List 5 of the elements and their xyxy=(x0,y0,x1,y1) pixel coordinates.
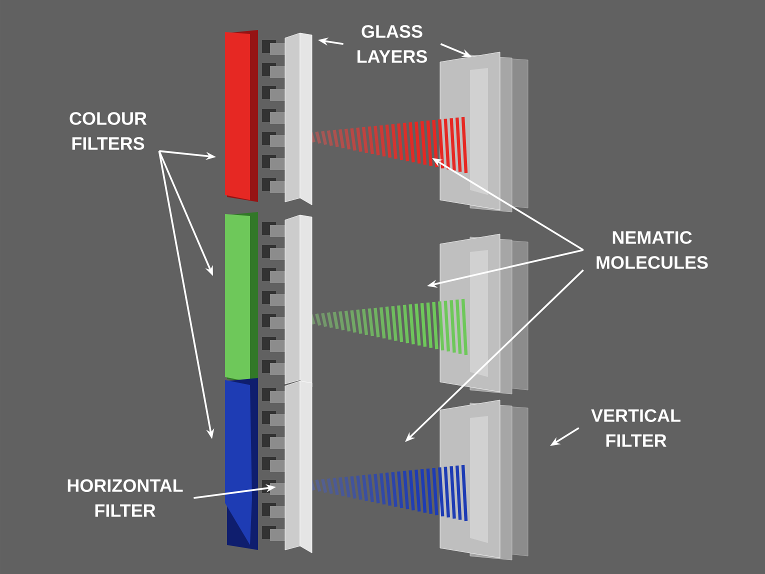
callout-label: COLOUR FILTERS xyxy=(70,112,147,150)
callout-label: GLASS LAYERS xyxy=(358,25,427,63)
callout-label: VERTICAL FILTER xyxy=(591,409,680,447)
callout-label: NEMATIC MOLECULES xyxy=(596,231,708,269)
callout-label: HORIZONTAL FILTER xyxy=(68,479,183,517)
